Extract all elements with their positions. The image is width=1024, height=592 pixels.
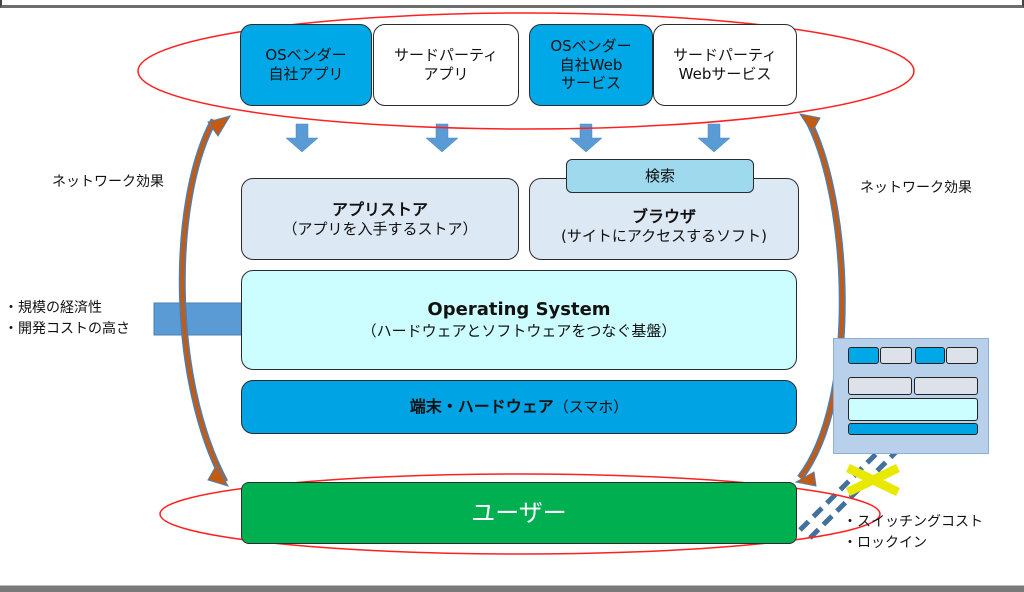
hardware-box: 端末・ハードウェア （スマホ）: [241, 380, 797, 434]
browser-title: ブラウザ: [631, 206, 696, 226]
right-factor-item: ・ロックイン: [843, 535, 927, 551]
left-factor-item: ・規模の経済性: [4, 300, 102, 316]
app-box-line: 自社アプリ: [268, 65, 344, 83]
os-box: Operating System （ハードウェアとソフトウェアをつなぐ基盤）: [241, 270, 797, 370]
app-box-third-party-web: サードパーティ Webサービス: [653, 24, 797, 106]
app-box-line: 自社Web: [559, 55, 623, 74]
app-store-title: アプリストア: [331, 199, 428, 219]
top-frame-border: [0, 0, 1024, 8]
app-box-vendor-app: OSベンダー 自社アプリ: [240, 24, 372, 106]
app-box-line: Webサービス: [678, 65, 772, 83]
mini-hardware: [848, 423, 978, 435]
mini-vendor-app: [848, 347, 879, 364]
app-box-line: アプリ: [423, 65, 469, 83]
hardware-title: 端末・ハードウェア: [409, 397, 554, 416]
app-box-line: サードパーティ: [393, 46, 499, 65]
os-subtitle: （ハードウェアとソフトウェアをつなぐ基盤）: [361, 321, 677, 340]
app-box-line: OSベンダー: [265, 46, 347, 65]
down-arrow-icon: [285, 123, 319, 153]
hardware-subtitle: （スマホ）: [553, 397, 629, 416]
app-box-third-party-app: サードパーティ アプリ: [373, 24, 519, 106]
supply-ellipse: [137, 12, 915, 130]
app-store-subtitle: （アプリを入手するストア）: [282, 219, 478, 238]
browser-subtitle: (サイトにアクセスするソフト): [561, 226, 767, 245]
search-tab: 検索: [566, 159, 754, 193]
user-label: ユーザー: [471, 499, 567, 527]
app-box-vendor-web: OSベンダー 自社Web サービス: [529, 24, 653, 106]
bottom-frame-border: [0, 585, 1024, 592]
down-arrow-icon: [425, 123, 459, 153]
app-box-line: OSベンダー: [550, 36, 632, 55]
blocked-cross-icon: [846, 463, 900, 497]
os-title: Operating System: [427, 299, 611, 321]
left-factor-item: ・開発コストの高さ: [4, 321, 130, 337]
right-factor-item: ・スイッチングコスト: [843, 514, 983, 530]
mini-browser: [914, 377, 978, 395]
mini-os: [848, 398, 978, 421]
app-store-box: アプリストア （アプリを入手するストア）: [241, 178, 519, 260]
mini-vendor-web: [915, 347, 945, 364]
user-box: ユーザー: [241, 482, 797, 544]
down-arrow-icon: [697, 123, 731, 153]
app-box-line: サードパーティ: [672, 46, 778, 65]
mini-app-store: [848, 377, 912, 395]
right-factors: ・スイッチングコスト ・ロックイン: [843, 512, 983, 554]
mini-third-app: [880, 347, 912, 364]
mini-third-web: [946, 347, 978, 364]
user-ellipse: [159, 473, 881, 555]
right-network-effect-label: ネットワーク効果: [860, 180, 972, 196]
left-factors: ・規模の経済性 ・開発コストの高さ: [4, 298, 130, 340]
app-box-line: サービス: [560, 74, 621, 93]
down-arrow-icon: [569, 123, 603, 153]
left-network-effect-label: ネットワーク効果: [52, 174, 164, 190]
search-label: 検索: [644, 166, 675, 185]
competitor-platform-thumbnail: [833, 338, 989, 454]
